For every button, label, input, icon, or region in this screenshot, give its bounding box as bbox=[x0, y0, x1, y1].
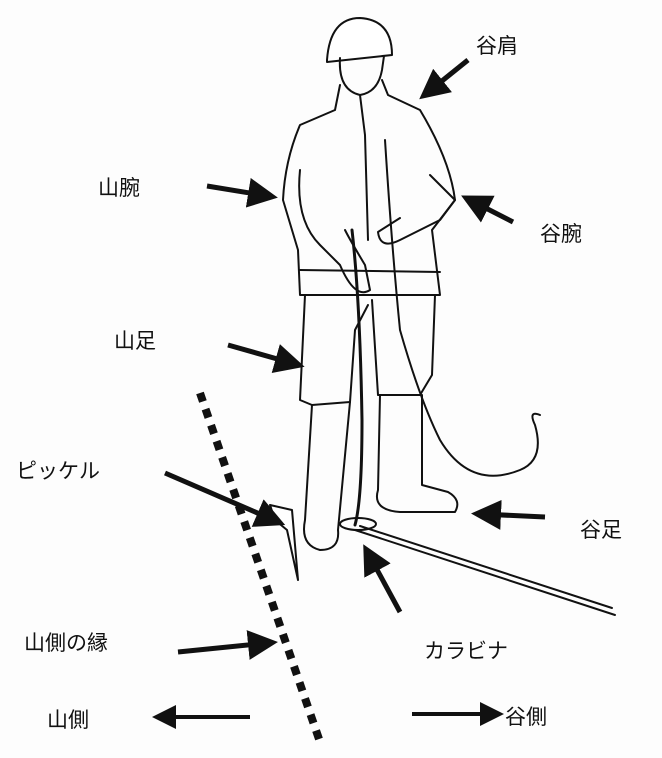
label-ice-axe: ピッケル bbox=[16, 459, 100, 483]
arrow-carabiner bbox=[363, 544, 403, 614]
label-valley-side: 谷側 bbox=[505, 705, 547, 729]
arrow-valley-arm bbox=[461, 195, 515, 225]
mountain-edge-line bbox=[196, 391, 324, 744]
arrow-mountain-leg bbox=[227, 342, 305, 373]
label-mountain-leg: 山足 bbox=[114, 329, 156, 353]
arrow-mountain-edge bbox=[177, 630, 278, 660]
label-mountain-side: 山側 bbox=[47, 708, 89, 732]
label-valley-leg: 谷足 bbox=[580, 518, 622, 542]
label-valley-shoulder: 谷肩 bbox=[476, 34, 518, 58]
arrow-valley-shoulder bbox=[419, 58, 470, 100]
label-valley-arm: 谷腕 bbox=[540, 222, 582, 246]
label-carabiner: カラビナ bbox=[424, 639, 508, 663]
arrow-valley-leg bbox=[471, 499, 546, 530]
arrow-ice-axe bbox=[164, 470, 286, 527]
label-mountain-arm: 山腕 bbox=[98, 176, 140, 200]
label-mountain-edge: 山側の縁 bbox=[24, 631, 108, 655]
climber-figure bbox=[269, 17, 616, 616]
arrow-mountain-arm bbox=[206, 177, 278, 208]
